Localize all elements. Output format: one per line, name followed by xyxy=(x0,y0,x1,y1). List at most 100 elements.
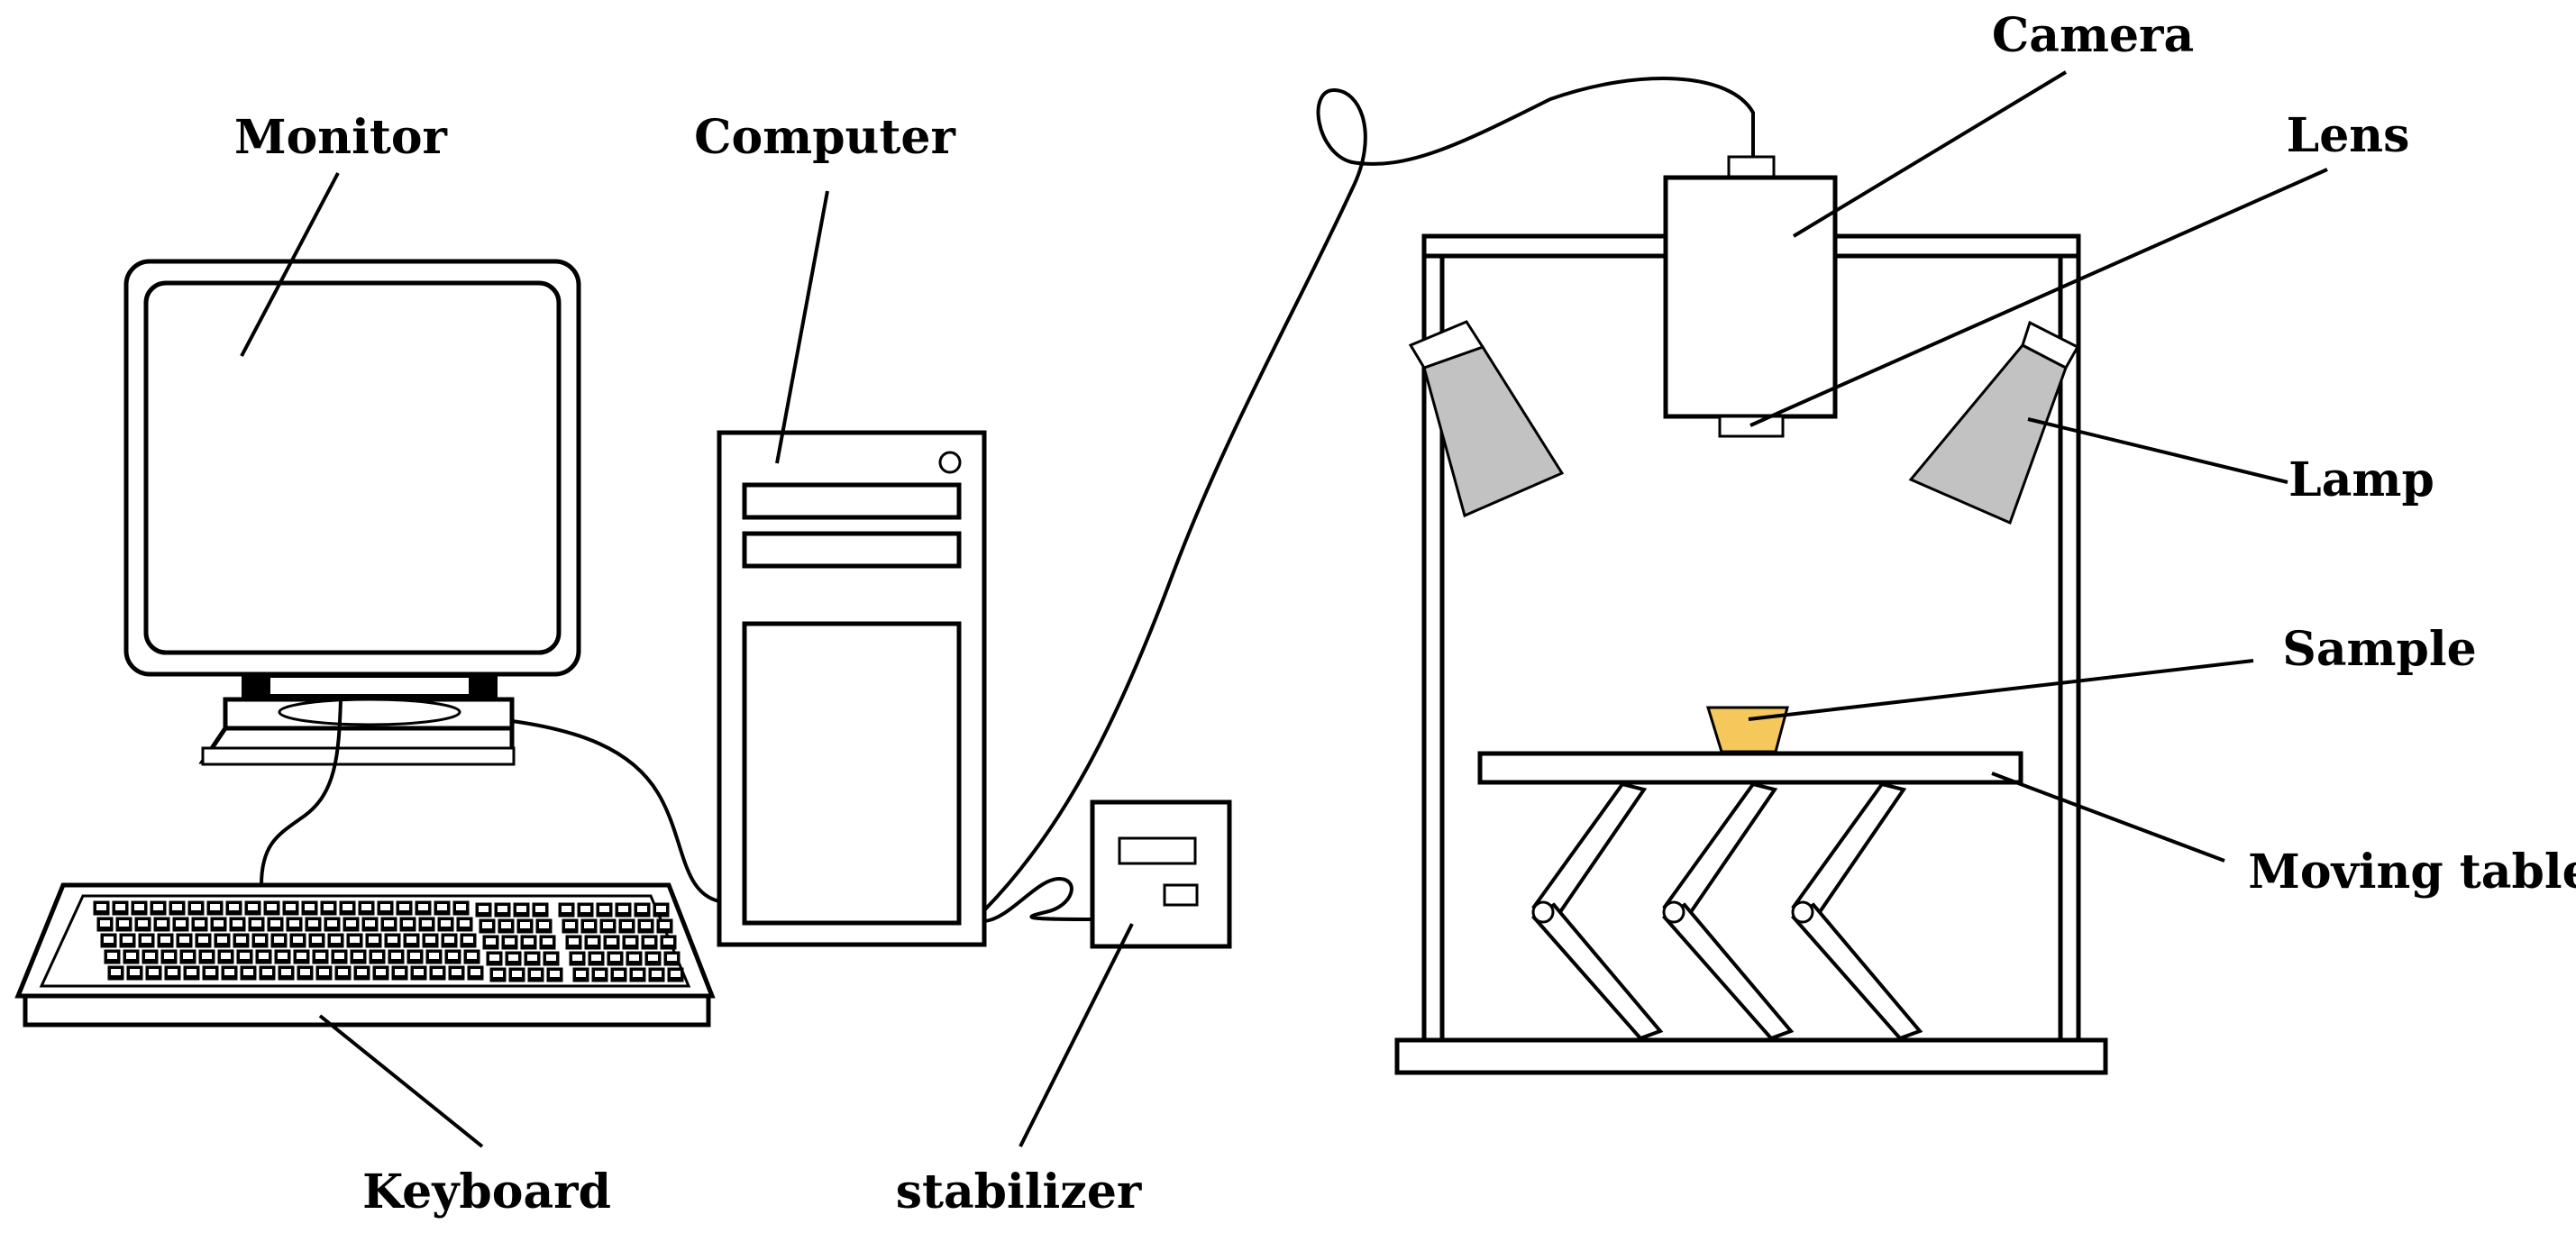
keyboard-key-face xyxy=(460,920,470,927)
keyboard-key-face xyxy=(324,904,333,910)
keyboard-key-face xyxy=(243,969,253,975)
keyboard-nav-key-face xyxy=(486,938,496,945)
cable-monitor-keyboard xyxy=(260,699,343,886)
camera-connector xyxy=(1727,155,1776,180)
keyboard-key-face xyxy=(111,969,121,975)
keyboard-key-face xyxy=(429,953,439,959)
tower-front-panel xyxy=(742,621,962,926)
keyboard-key-face xyxy=(369,936,379,943)
scissor-joint xyxy=(1791,900,1814,924)
keyboard-nav-key-face xyxy=(512,971,522,977)
keyboard-front-edge xyxy=(23,993,711,1028)
keyboard-key-face xyxy=(202,953,212,959)
keyboard-key-face xyxy=(149,969,159,975)
keyboard-key-face xyxy=(384,920,394,927)
keyboard-numpad-key-face xyxy=(648,954,658,961)
stand-base xyxy=(1394,1037,2108,1075)
drive-bay-2 xyxy=(742,531,962,569)
keyboard-key-face xyxy=(210,904,220,910)
keyboard-key-face xyxy=(236,936,246,943)
label-lamp: Lamp xyxy=(2288,452,2434,507)
keyboard-key-face xyxy=(168,969,178,975)
power-button xyxy=(938,451,962,474)
keyboard-key-face xyxy=(410,953,420,959)
keyboard-key-face xyxy=(123,936,132,943)
keyboard-numpad-key-face xyxy=(584,922,594,928)
keyboard-nav-key-face xyxy=(520,922,530,928)
keyboard-numpad-key-face xyxy=(576,971,586,977)
keyboard-key-face xyxy=(406,936,416,943)
leader-stabilizer xyxy=(1019,923,1134,1147)
keyboard-key-face xyxy=(100,920,110,927)
keyboard-numpad-key-face xyxy=(618,906,628,912)
keyboard-key-face xyxy=(214,920,224,927)
keyboard-key-face xyxy=(224,969,234,975)
keyboard-key-face xyxy=(130,969,140,975)
keyboard-key-face xyxy=(315,953,325,959)
keyboard-numpad-key-face xyxy=(565,922,575,928)
keyboard-key-face xyxy=(297,953,306,959)
label-sample: Sample xyxy=(2282,622,2476,677)
keyboard-numpad-key-face xyxy=(569,938,579,945)
keyboard-key-face xyxy=(172,904,182,910)
keyboard-key-face xyxy=(157,920,167,927)
keyboard-key-face xyxy=(278,953,288,959)
lamp-left-beam xyxy=(1422,345,1565,518)
keyboard-nav-key-face xyxy=(539,922,549,928)
keyboard-key-face xyxy=(164,953,174,959)
keyboard-key-face xyxy=(422,920,432,927)
keyboard-key-face xyxy=(138,920,148,927)
keyboard-nav-key-face xyxy=(531,971,541,977)
keyboard-nav-key-face xyxy=(516,906,526,912)
keyboard-key-face xyxy=(179,936,189,943)
keyboard-key-face xyxy=(96,904,106,910)
keyboard-key-face xyxy=(119,920,129,927)
label-stabilizer: stabilizer xyxy=(896,1164,1142,1219)
scissor-arm-upper xyxy=(1791,781,1907,924)
cables xyxy=(260,77,1755,923)
keyboard-key-face xyxy=(470,969,480,975)
keyboard-key-face xyxy=(456,904,466,910)
keyboard-key-face xyxy=(145,953,155,959)
keyboard-nav-key-face xyxy=(543,938,553,945)
keyboard-nav-key-face xyxy=(482,922,492,928)
stabilizer-display xyxy=(1118,836,1197,865)
keyboard xyxy=(14,882,716,1028)
lamp-right-head xyxy=(2021,320,2080,370)
keyboard-numpad-key-face xyxy=(626,938,635,945)
keyboard-key-face xyxy=(142,936,151,943)
keyboard-key-face xyxy=(372,953,382,959)
keyboard-key-face xyxy=(403,920,413,927)
keyboard-numpad-key-face xyxy=(614,971,624,977)
keyboard-key-face xyxy=(221,953,231,959)
keyboard-numpad-key-face xyxy=(607,938,617,945)
keyboard-key-face xyxy=(357,969,367,975)
keyboard-key-face xyxy=(153,904,163,910)
keyboard-key-face xyxy=(293,936,303,943)
keyboard-key-face xyxy=(331,936,341,943)
cable-tower-stabilizer xyxy=(983,876,1093,923)
label-keyboard: Keyboard xyxy=(362,1164,611,1219)
label-lens: Lens xyxy=(2287,108,2410,163)
keyboard-nav-key-face xyxy=(524,938,534,945)
keyboard-nav-key-face xyxy=(546,954,556,961)
lamp-right-beam xyxy=(1908,343,2068,525)
keyboard-nav-key-face xyxy=(493,971,503,977)
keyboard-key-face xyxy=(463,936,473,943)
keyboard-numpad-key-face xyxy=(622,922,632,928)
keyboard-key-face xyxy=(441,920,451,927)
keyboard-key-face xyxy=(448,953,458,959)
camera xyxy=(1663,155,1838,438)
keyboard-key-face xyxy=(319,969,329,975)
keyboard-key-face xyxy=(399,904,409,910)
keyboard-key-face xyxy=(361,904,371,910)
keyboard-numpad-key-face xyxy=(562,906,571,912)
drive-bay-1 xyxy=(742,482,962,520)
leader-keyboard xyxy=(318,1014,484,1148)
keyboard-numpad-key-face xyxy=(580,906,590,912)
keyboard-numpad-key-face xyxy=(603,922,613,928)
keyboard-key-face xyxy=(115,904,125,910)
keyboard-key-face xyxy=(281,969,291,975)
keyboard-numpad-key-face xyxy=(572,954,582,961)
